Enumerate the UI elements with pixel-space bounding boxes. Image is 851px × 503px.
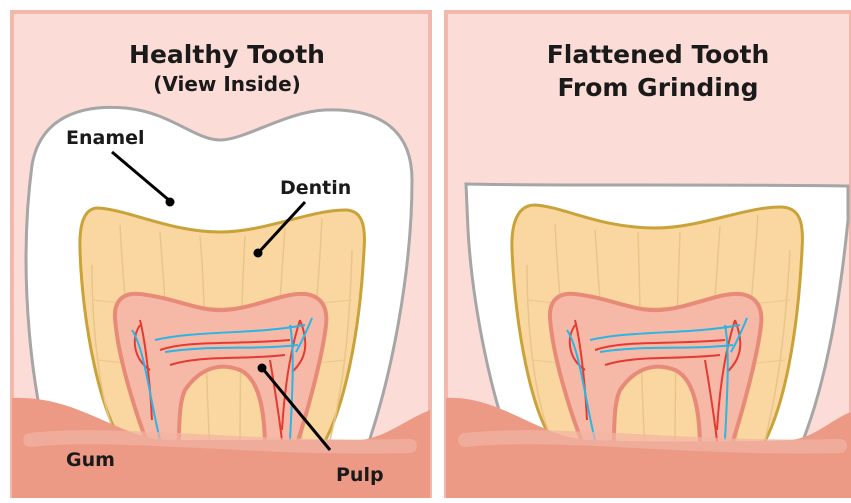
dentin-label: Dentin xyxy=(280,177,351,199)
flattened-tooth-panel: Flattened Tooth From Grinding xyxy=(446,12,851,498)
right-title-line2: From Grinding xyxy=(557,73,758,102)
right-title-line1: Flattened Tooth xyxy=(547,40,770,69)
gum-label: Gum xyxy=(66,449,115,471)
left-subtitle: (View Inside) xyxy=(153,72,301,96)
enamel-label: Enamel xyxy=(66,127,145,149)
pulp-leader-dot xyxy=(258,364,267,373)
dentin-leader-dot xyxy=(254,249,263,258)
pulp-label: Pulp xyxy=(336,464,384,486)
enamel-leader-dot xyxy=(166,198,175,207)
healthy-tooth-panel: Healthy Tooth (View Inside) Enamel Denti… xyxy=(12,12,430,498)
left-title: Healthy Tooth xyxy=(129,40,325,69)
